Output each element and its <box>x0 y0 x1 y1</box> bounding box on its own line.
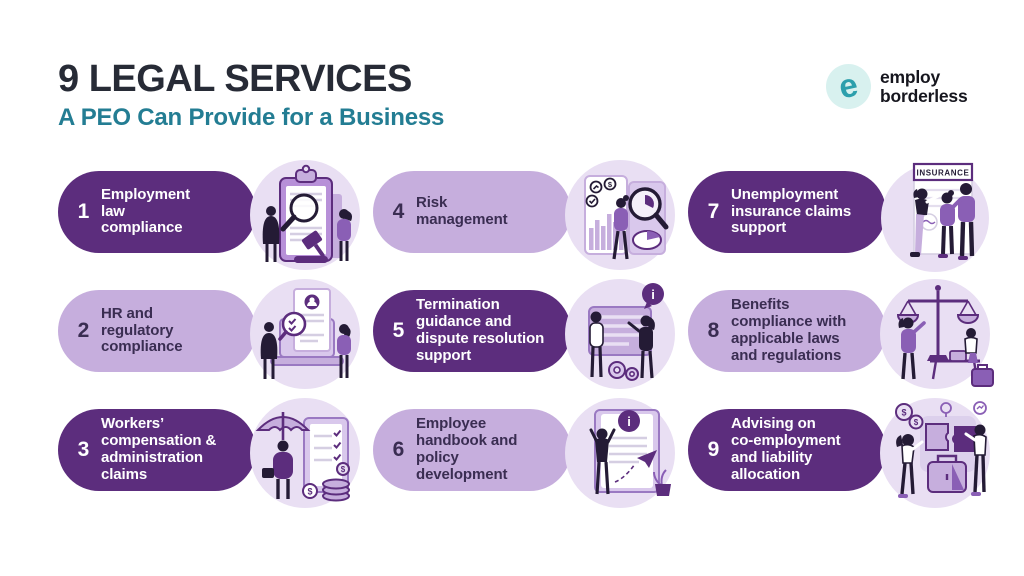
service-label: Advising on co-employment and liability … <box>731 415 841 483</box>
svg-text:$: $ <box>341 465 346 474</box>
meeting-info-gears-illustration: i <box>559 275 681 393</box>
svg-text:$: $ <box>307 487 312 497</box>
service-pill: 6 Employee handbook and policy developme… <box>373 409 571 491</box>
service-item: 8 Benefits compliance with applicable la… <box>688 275 996 389</box>
svg-text:$: $ <box>914 418 919 427</box>
service-item: 3 Workers’ compensation & administration… <box>58 394 366 508</box>
service-item: 9 Advising on co-employment and liabilit… <box>688 394 996 508</box>
service-number: 2 <box>77 319 90 342</box>
svg-text:$: $ <box>901 408 906 418</box>
service-pill: 7 Unemployment insurance claims support <box>688 171 886 253</box>
brand-line2: borderless <box>880 85 968 106</box>
service-pill: 2 HR and regulatory compliance <box>58 290 256 372</box>
service-item: 5 Termination guidance and dispute resol… <box>373 275 681 389</box>
service-label: Risk management <box>416 194 508 228</box>
brand-logo: e employ borderless <box>826 64 968 109</box>
service-number: 6 <box>392 438 405 461</box>
clipboard-gavel-magnifier-illustration <box>244 156 366 274</box>
service-label: Termination guidance and dispute resolut… <box>416 296 545 364</box>
service-pill: 9 Advising on co-employment and liabilit… <box>688 409 886 491</box>
brand-name: employ borderless <box>880 67 968 106</box>
service-item: 7 Unemployment insurance claims support … <box>688 156 996 272</box>
service-number: 3 <box>77 438 90 461</box>
service-pill: 3 Workers’ compensation & administration… <box>58 409 256 491</box>
umbrella-checklist-coins-illustration: $ $ <box>244 394 366 512</box>
service-pill: 8 Benefits compliance with applicable la… <box>688 290 886 372</box>
puzzle-briefcase-illustration: $ $ <box>874 394 996 512</box>
service-label: Workers’ compensation & administration c… <box>101 415 217 483</box>
service-item: 1 Employment law compliance <box>58 156 366 270</box>
service-pill: 5 Termination guidance and dispute resol… <box>373 290 571 372</box>
service-label: Employment law compliance <box>101 185 191 237</box>
svg-text:$: $ <box>608 180 613 189</box>
service-number: 1 <box>77 200 90 223</box>
service-number: 8 <box>707 319 720 342</box>
justice-scales-desk-illustration <box>874 275 996 393</box>
insurance-document-title: INSURANCE <box>917 169 970 178</box>
service-item: 6 Employee handbook and policy developme… <box>373 394 681 508</box>
service-item: 2 HR and regulatory compliance <box>58 275 366 389</box>
logo-e-glyph: e <box>835 64 862 106</box>
service-pill: 4 Risk management <box>373 171 571 253</box>
brand-line1: employ <box>880 67 941 88</box>
header: 9 LEGAL SERVICES A PEO Can Provide for a… <box>58 60 444 130</box>
laptop-resume-magnifier-illustration <box>244 275 366 393</box>
service-label: HR and regulatory compliance <box>101 304 183 356</box>
svg-text:i: i <box>651 287 655 302</box>
service-label: Unemployment insurance claims support <box>731 185 852 237</box>
employ-borderless-logo-icon: e <box>826 64 871 109</box>
svg-text:i: i <box>627 414 631 429</box>
service-number: 7 <box>707 200 720 223</box>
insurance-document-people-illustration: INSURANCE <box>874 156 996 274</box>
charts-magnifier-pie-illustration: $ <box>559 156 681 274</box>
page-subtitle: A PEO Can Provide for a Business <box>58 104 445 131</box>
handbook-paper-plane-illustration: i <box>559 394 681 512</box>
services-grid: 1 Employment law compliance 2 HR and reg… <box>58 156 1003 513</box>
service-number: 5 <box>392 319 405 342</box>
service-label: Employee handbook and policy development <box>416 415 518 483</box>
service-pill: 1 Employment law compliance <box>58 171 256 253</box>
page-title: 9 LEGAL SERVICES <box>58 58 412 100</box>
service-number: 9 <box>707 438 720 461</box>
service-number: 4 <box>392 200 405 223</box>
service-label: Benefits compliance with applicable laws… <box>731 296 847 364</box>
service-item: 4 Risk management $ <box>373 156 681 270</box>
